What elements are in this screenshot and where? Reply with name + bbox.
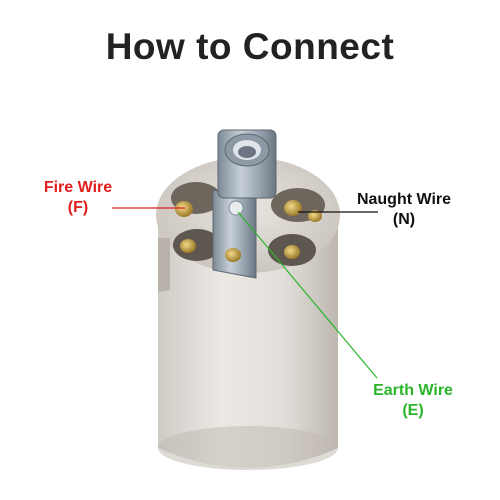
earth-wire-code: (E) xyxy=(402,402,424,419)
leader-lines xyxy=(112,207,378,379)
fire-wire-label: Fire Wire (F) xyxy=(18,178,138,218)
earth-wire-label: Earth Wire (E) xyxy=(352,381,474,421)
naught-wire-label: Naught Wire (N) xyxy=(334,190,474,230)
fire-wire-name: Fire Wire xyxy=(43,179,113,196)
diagram-title: How to Connect xyxy=(105,26,395,67)
metal-bracket xyxy=(212,129,277,279)
fire-wire-code: (F) xyxy=(67,199,89,216)
brass-screws xyxy=(175,200,322,259)
naught-wire-name: Naught Wire xyxy=(356,191,452,208)
naught-wire-code: (N) xyxy=(392,211,416,228)
earth-leader-line xyxy=(237,211,378,379)
earth-wire-name: Earth Wire xyxy=(373,382,453,399)
